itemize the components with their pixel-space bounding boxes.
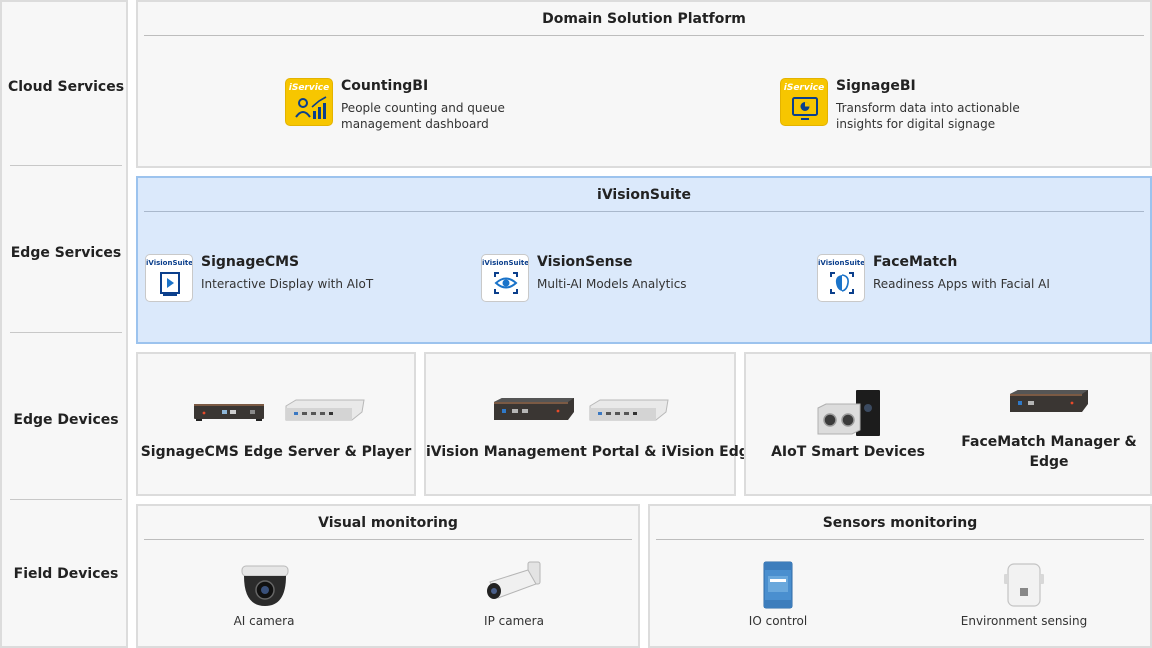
environment-sensor-icon [1004,563,1044,607]
panel-title-visual-monitoring: Visual monitoring [318,515,458,531]
layer-label-edge-devices: Edge Devices [13,412,119,428]
title-rule [656,539,1144,540]
device-caption: SignageCMS Edge Server & Player [140,444,412,460]
layer-divider [10,332,122,333]
layer-sidebar: Cloud Services Edge Services Edge Device… [0,0,128,648]
service-signagebi[interactable]: iService SignageBI Transform data into a… [780,78,1020,132]
service-description: People counting and queue management das… [341,101,505,131]
edge-box-icon [589,399,669,421]
layer-label-edge-services: Edge Services [10,245,122,261]
service-visionsense[interactable]: iVisionSuite VisionSense Multi-AI Models… [481,254,687,302]
device-caption: FaceMatch Manager & Edge [961,434,1137,470]
field-visual-monitoring: Visual monitoring AI camera IP camera [136,504,640,648]
panel-title-ivisionsuite: iVisionSuite [597,187,691,203]
field-caption: Environment sensing [960,614,1088,628]
field-caption: AI camera [233,614,295,628]
device-caption: iVision Management Portal & iVision Edge [426,444,759,460]
field-caption: IO control [748,614,808,628]
service-signagecms[interactable]: iVisionSuite SignageCMS Interactive Disp… [145,254,373,302]
layer-divider [10,165,122,166]
layer-divider [10,499,122,500]
service-name: FaceMatch [873,254,958,270]
field-sensors-monitoring: Sensors monitoring IO control Environmen… [648,504,1152,648]
bullet-camera-icon [487,561,541,599]
edge-services-panel: iVisionSuite iVisionSuite SignageCMS Int… [136,176,1152,344]
icon-tag: iVisionSuite [146,259,193,267]
icon-tag: iVisionSuite [818,259,865,267]
server-box-icon [494,398,574,420]
service-description: Multi-AI Models Analytics [537,277,687,291]
title-rule [144,539,632,540]
service-description: Readiness Apps with Facial AI [873,277,1050,291]
service-name: SignageCMS [201,254,300,270]
icon-tag: iService [783,83,825,93]
service-countingbi[interactable]: iService CountingBI People counting and … [285,78,505,132]
panel-title-domain-solution: Domain Solution Platform [542,11,746,27]
service-facematch[interactable]: iVisionSuite FaceMatch Readiness Apps wi… [817,254,1050,302]
edge-device-signagecms: SignageCMS Edge Server & Player [136,352,416,496]
edge-device-ivision: iVision Management Portal & iVision Edge [424,352,759,496]
title-rule [144,35,1144,36]
facematch-server-icon [1010,390,1088,412]
layer-label-cloud: Cloud Services [7,79,125,95]
countingbi-icon: iService [285,78,333,126]
layer-label-field-devices: Field Devices [13,566,119,582]
smart-camera-icon [817,390,880,436]
service-name: CountingBI [341,78,429,94]
edge-device-aiot-facematch: AIoT Smart Devices FaceMatch Manager & E… [744,352,1152,496]
io-module-icon [763,561,793,609]
icon-tag: iVisionSuite [482,259,529,267]
icon-tag: iService [288,83,330,93]
signagecms-icon: iVisionSuite [145,254,193,302]
title-rule [144,211,1144,212]
server-box-icon [194,404,264,421]
service-description: Transform data into actionable insights … [836,101,1020,131]
dome-camera-icon [241,565,289,606]
signagebi-icon: iService [780,78,828,126]
field-caption: IP camera [484,614,544,628]
player-box-icon [285,399,365,421]
service-description: Interactive Display with AIoT [201,277,374,291]
cloud-services-panel: Domain Solution Platform iService Counti… [136,0,1152,168]
service-name: SignageBI [836,78,916,94]
visionsense-icon: iVisionSuite [481,254,529,302]
panel-title-sensors-monitoring: Sensors monitoring [822,515,978,531]
device-caption: AIoT Smart Devices [771,444,925,460]
service-name: VisionSense [537,254,633,270]
facematch-icon: iVisionSuite [817,254,865,302]
